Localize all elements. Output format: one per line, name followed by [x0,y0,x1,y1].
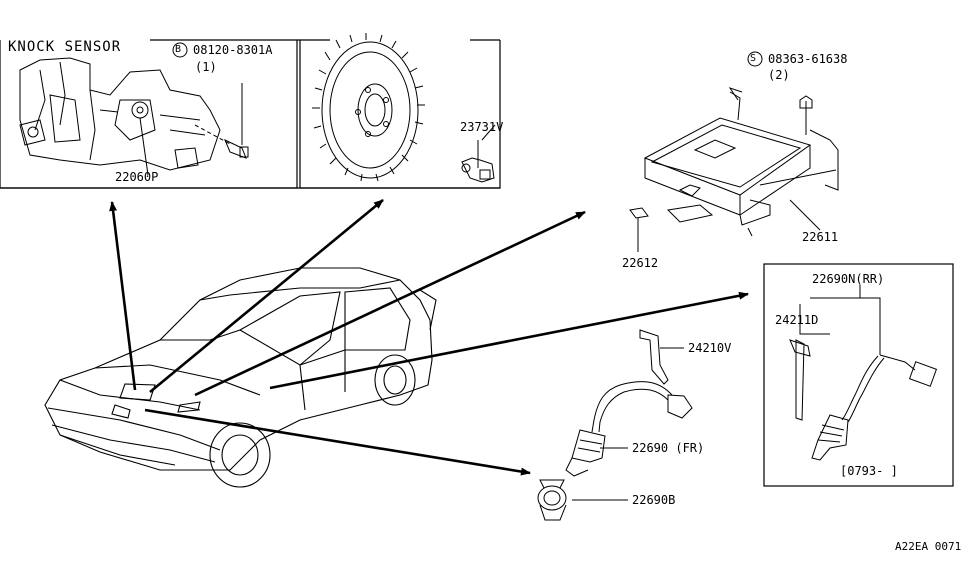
ecu-part-label: 22612 [622,256,659,270]
bolt-drawing [194,83,249,159]
pointer-arrows [109,198,749,476]
o2-plug-label: 22690B [632,493,676,507]
rear-o2-frame [763,263,954,487]
bolt-symbol: B [175,44,182,55]
arrow-flywheel [149,198,384,394]
car-drawing [44,267,437,488]
flywheel-drawing [312,33,425,182]
screw-code-label: 08363-61638 [768,52,848,66]
bracket-label: 24210V [688,341,732,355]
ecu-label: 22611 [802,230,839,244]
arrow-ecu [194,210,586,397]
ecu-drawing [629,87,839,237]
front-o2-sensor-drawing [565,381,693,477]
arrow-front-o2 [144,408,531,476]
arrow-knock-sensor [109,201,137,391]
knock-sensor-title: KNOCK SENSOR [8,39,122,55]
engine-block-drawing [19,57,221,171]
arrow-rear-o2 [269,291,749,390]
knock-sensor-label: 22060P [115,170,159,184]
crank-sensor-label: 23731V [460,120,504,134]
ecu-clip-drawing [666,204,714,223]
date-range-label: [0793- ] [840,464,898,478]
front-o2-sensor-label: 22690 (FR) [632,441,705,455]
circled-symbols [172,42,763,67]
crank-sensor-drawing [461,140,495,183]
o2-plug-drawing [537,479,567,521]
screw-symbol: S [750,53,757,64]
bracket-drawing [639,329,669,385]
clip-label: 24211D [775,313,819,327]
bolt-code-label: 08120-8301A [193,43,273,57]
figure-code-label: A22EA 0071 [895,540,962,553]
leader-lines [139,117,881,501]
inset-frames [0,39,954,487]
screw-qty-label: (2) [768,68,790,82]
rear-o2-sensor-drawing [789,339,938,461]
ecu-part-drawing [629,207,649,219]
rear-o2-sensor-label: 22690N(RR) [812,272,885,286]
bolt-qty-label: (1) [195,60,217,74]
